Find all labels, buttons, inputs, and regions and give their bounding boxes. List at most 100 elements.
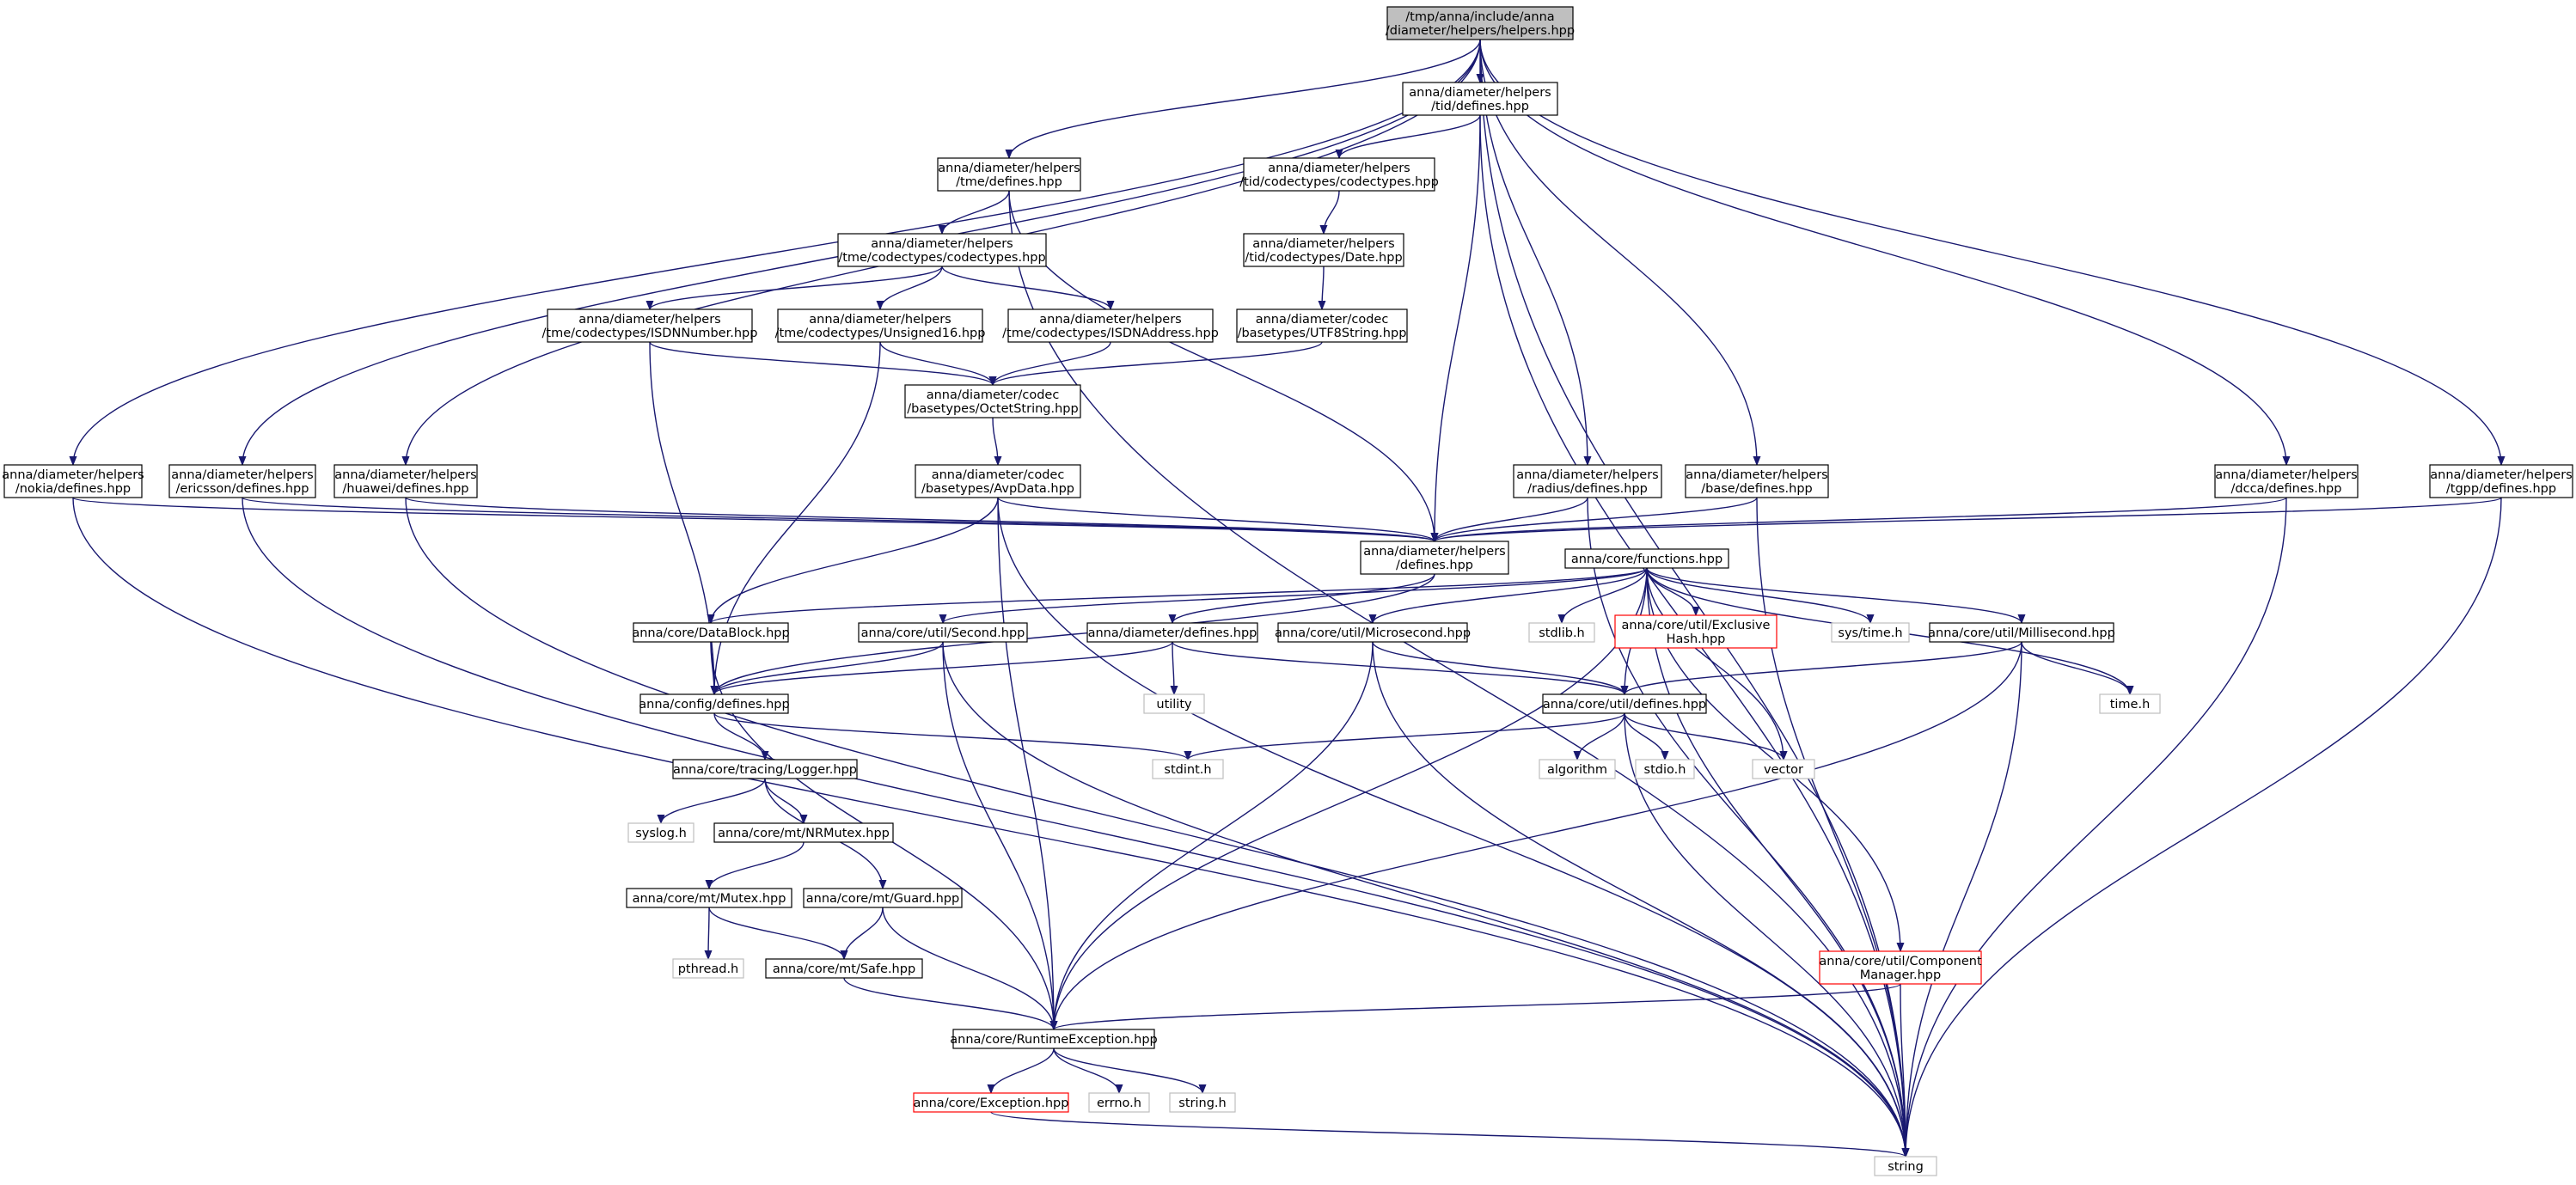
edge-runtime-to-exception <box>991 1048 1055 1094</box>
node-box <box>1539 759 1616 779</box>
edge-millisecond-to-runtime <box>1054 641 2022 1029</box>
edge-layer <box>72 39 2502 1158</box>
edge-radius-to-string <box>1587 497 1906 1157</box>
edge-tid_defines-to-tid_codectypes <box>1339 114 1481 159</box>
node-huawei[interactable]: anna/diameter/helpers/huawei/defines.hpp <box>333 464 478 498</box>
node-radius[interactable]: anna/diameter/helpers/radius/defines.hpp <box>1513 464 1662 498</box>
node-label: anna/core/util/Component <box>1819 955 1982 968</box>
node-helpers[interactable]: /tmp/anna/include/anna/diameter/helpers/… <box>1386 6 1575 40</box>
node-label: /tme/codectypes/Unsigned16.hpp <box>775 327 986 340</box>
node-logger[interactable]: anna/core/tracing/Logger.hpp <box>672 759 858 779</box>
edge-mutex-to-safe <box>708 907 844 960</box>
node-ericsson[interactable]: anna/diameter/helpers/ericsson/defines.h… <box>168 464 316 498</box>
node-label: /basetypes/UTF8String.hpp <box>1238 327 1407 340</box>
node-octetstring[interactable]: anna/diameter/codec/basetypes/OctetStrin… <box>904 384 1081 418</box>
node-config-defines[interactable]: anna/config/defines.hpp <box>639 693 790 714</box>
node-label: anna/core/util/Microsecond.hpp <box>1275 626 1471 640</box>
node-safe[interactable]: anna/core/mt/Safe.hpp <box>765 958 923 979</box>
node-tid-date[interactable]: anna/diameter/helpers/tid/codectypes/Dat… <box>1243 233 1404 267</box>
edge-base-to-helpers_defines <box>1435 497 1758 542</box>
edge-functions-to-millisecond <box>1646 567 2022 624</box>
node-utf8string[interactable]: anna/diameter/codec/basetypes/UTF8String… <box>1236 308 1408 343</box>
node-label: /diameter/helpers/helpers.hpp <box>1386 24 1575 38</box>
edge-utf8string-to-octetstring <box>993 341 1323 386</box>
edge-radius-to-helpers_defines <box>1435 497 1588 542</box>
node-avpdata[interactable]: anna/diameter/codec/basetypes/AvpData.hp… <box>915 464 1081 498</box>
edge-huawei-to-helpers_defines <box>405 497 1435 542</box>
node-runtime[interactable]: anna/core/RuntimeException.hpp <box>950 1029 1158 1049</box>
node-label: anna/core/mt/Mutex.hpp <box>633 892 786 906</box>
edge-base-to-string <box>1756 497 1906 1157</box>
node-diameter-defines[interactable]: anna/diameter/defines.hpp <box>1086 622 1258 643</box>
node-label: anna/diameter/helpers <box>1268 162 1410 175</box>
edge-logger-to-nrmutex <box>764 778 804 824</box>
node-util-defines[interactable]: anna/core/util/defines.hpp <box>1542 693 1707 714</box>
node-exception[interactable]: anna/core/Exception.hpp <box>913 1092 1069 1113</box>
node-label: anna/core/functions.hpp <box>1571 553 1722 566</box>
node-box <box>1513 464 1662 498</box>
node-dcca[interactable]: anna/diameter/helpers/dcca/defines.hpp <box>2214 464 2359 498</box>
edge-functions-to-microsecond <box>1373 567 1648 624</box>
edge-functions-to-string <box>1646 567 1906 1157</box>
node-box <box>626 888 792 908</box>
node-box <box>937 157 1081 192</box>
node-isdn-number[interactable]: anna/diameter/helpers/tme/codectypes/ISD… <box>542 308 758 343</box>
node-label: /tme/defines.hpp <box>956 175 1062 189</box>
node-nrmutex[interactable]: anna/core/mt/NRMutex.hpp <box>713 822 894 843</box>
node-label: /tid/codectypes/Date.hpp <box>1245 251 1402 265</box>
edge-helpers-to-nokia <box>73 39 1481 465</box>
node-tid-codectypes[interactable]: anna/diameter/helpers/tid/codectypes/cod… <box>1239 157 1439 192</box>
node-box <box>3 464 143 498</box>
node-microsecond[interactable]: anna/core/util/Microsecond.hpp <box>1275 622 1471 643</box>
edge-util_defines-to-stdio <box>1624 712 1665 760</box>
node-guard[interactable]: anna/core/mt/Guard.hpp <box>803 888 963 908</box>
edge-tme_codectypes-to-isdn_address <box>941 266 1111 310</box>
node-label: /tme/codectypes/ISDNAddress.hpp <box>1002 327 1219 340</box>
node-syslog: syslog.h <box>627 822 694 843</box>
node-box <box>1542 693 1707 714</box>
edge-microsecond-to-runtime <box>1054 641 1374 1029</box>
edge-millisecond-to-timeh <box>2021 641 2130 695</box>
node-box <box>2429 464 2573 498</box>
node-tme-defines[interactable]: anna/diameter/helpers/tme/defines.hpp <box>937 157 1081 192</box>
node-box <box>1086 622 1258 643</box>
edge-diameter_defines-to-utility <box>1172 641 1174 694</box>
edge-millisecond-to-string <box>1906 641 2022 1157</box>
node-nokia[interactable]: anna/diameter/helpers/nokia/defines.hpp <box>2 464 144 498</box>
edge-nokia-to-helpers_defines <box>72 497 1435 542</box>
edge-tgpp-to-string <box>1906 497 2502 1157</box>
node-label: anna/diameter/helpers <box>171 468 313 482</box>
node-tid-defines[interactable]: anna/diameter/helpers/tid/defines.hpp <box>1402 82 1558 116</box>
node-isdn-address[interactable]: anna/diameter/helpers/tme/codectypes/ISD… <box>1002 308 1219 343</box>
node-label: anna/diameter/helpers <box>2 468 144 482</box>
node-functions[interactable]: anna/core/functions.hpp <box>1564 548 1729 569</box>
edge-ericsson-to-string <box>242 497 1906 1157</box>
node-mutex[interactable]: anna/core/mt/Mutex.hpp <box>626 888 792 908</box>
node-second[interactable]: anna/core/util/Second.hpp <box>858 622 1028 643</box>
node-millisecond[interactable]: anna/core/util/Millisecond.hpp <box>1928 622 2115 643</box>
node-box <box>1143 693 1205 714</box>
node-box <box>1007 308 1214 343</box>
node-tgpp[interactable]: anna/diameter/helpers/tgpp/defines.hpp <box>2429 464 2573 498</box>
node-box <box>1243 157 1435 192</box>
node-box <box>1277 622 1468 643</box>
node-unsigned16[interactable]: anna/diameter/helpers/tme/codectypes/Uns… <box>775 308 986 343</box>
node-datablock[interactable]: anna/core/DataBlock.hpp <box>632 622 790 643</box>
node-box <box>1169 1092 1236 1113</box>
edge-tid_codectypes-to-tid_date <box>1324 190 1340 234</box>
edge-octetstring-to-avpdata <box>992 417 998 465</box>
node-label: /tgpp/defines.hpp <box>2446 482 2556 496</box>
node-tme-codectypes[interactable]: anna/diameter/helpers/tme/codectypes/cod… <box>837 233 1047 267</box>
node-box <box>1360 541 1509 575</box>
node-box <box>633 622 789 643</box>
edge-second-to-config_defines <box>714 641 944 695</box>
node-box <box>1236 308 1408 343</box>
node-helpers-defines[interactable]: anna/diameter/helpers/defines.hpp <box>1360 541 1509 575</box>
node-label: /tid/codectypes/codectypes.hpp <box>1239 175 1439 189</box>
node-label: anna/diameter/helpers <box>1516 468 1658 482</box>
node-base[interactable]: anna/diameter/helpers/base/defines.hpp <box>1685 464 1829 498</box>
node-label: /tmp/anna/include/anna <box>1405 10 1554 24</box>
edge-functions-to-systime <box>1646 567 1870 624</box>
